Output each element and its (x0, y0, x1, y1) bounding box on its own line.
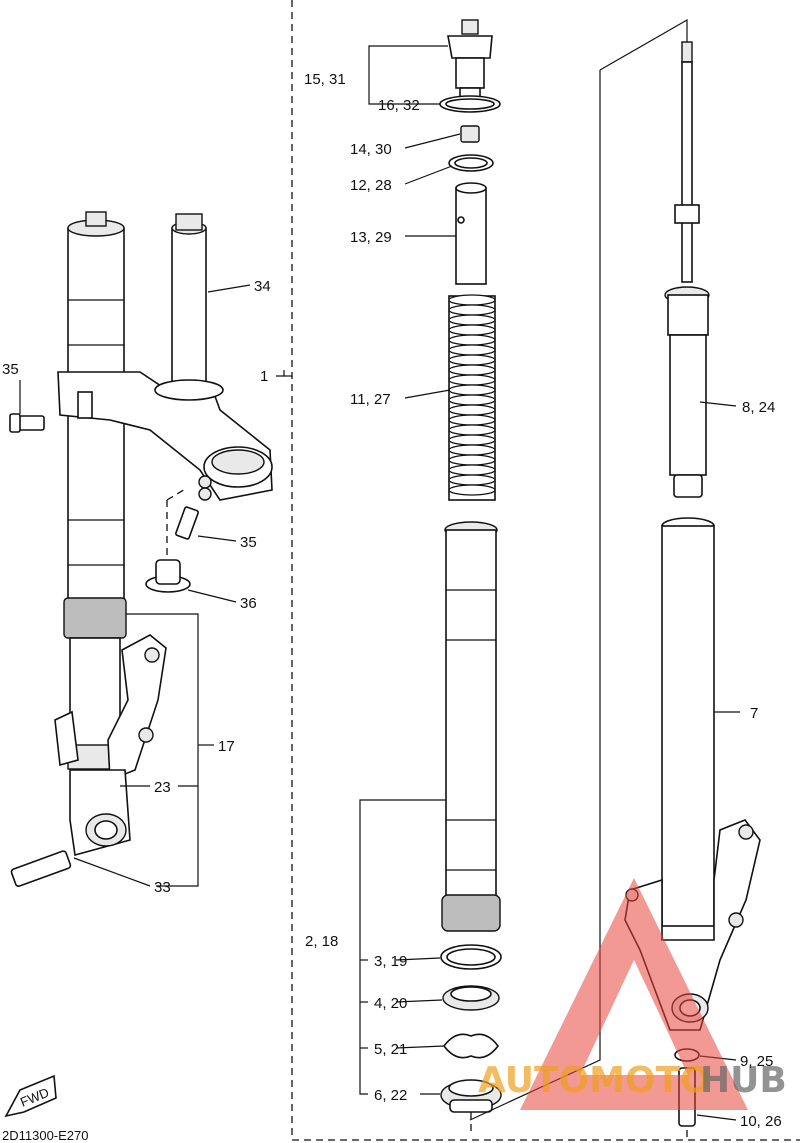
label-2-18: 2, 18 (305, 933, 338, 950)
spring-coil (448, 294, 496, 306)
label-9-25: 9, 25 (740, 1053, 773, 1070)
label-36: 36 (240, 595, 257, 612)
spring-coil (448, 344, 496, 356)
watermark-text-part1: AUTOMOTO (478, 1060, 711, 1101)
spring-coil (448, 394, 496, 406)
label-14-30: 14, 30 (350, 141, 392, 158)
label-15-31: 15, 31 (304, 71, 346, 88)
leader-lines (19, 45, 740, 1121)
spring-coil (448, 314, 496, 326)
damper-parts (439, 19, 502, 1135)
spring-coil (448, 334, 496, 346)
label-35-upper: 35 (2, 361, 19, 378)
label-23: 23 (154, 779, 171, 796)
label-4-20: 4, 20 (374, 995, 407, 1012)
spring-coil (448, 374, 496, 386)
spring-coil (448, 384, 496, 396)
label-3-19: 3, 19 (374, 953, 407, 970)
label-1: 1 (260, 368, 268, 385)
diagram-code: 2D11300-E270 (2, 1128, 89, 1143)
spring-coil (448, 424, 496, 436)
label-35-lower: 35 (240, 534, 257, 551)
spring-coil (448, 404, 496, 416)
label-6-22: 6, 22 (374, 1087, 407, 1104)
spring-coil (448, 364, 496, 376)
fwd-arrow-icon (4, 1074, 57, 1118)
spring-coil (448, 354, 496, 366)
label-13-29: 13, 29 (350, 229, 392, 246)
fork-assembly (9, 211, 273, 887)
label-10-26: 10, 26 (740, 1113, 782, 1130)
spring-coil (448, 324, 496, 336)
spring-coil (448, 474, 496, 486)
label-5-21: 5, 21 (374, 1041, 407, 1058)
spring-coil (448, 304, 496, 316)
label-12-28: 12, 28 (350, 177, 392, 194)
label-34: 34 (254, 278, 271, 295)
spring-coil (448, 414, 496, 426)
watermark-text-part2: HUB (700, 1060, 787, 1101)
label-33: 33 (154, 879, 171, 896)
spring-coil (448, 444, 496, 456)
spring-coil (448, 454, 496, 466)
exploded-view-boundary (291, 0, 800, 1141)
label-11-27: 11, 27 (350, 391, 391, 408)
label-8-24: 8, 24 (742, 399, 775, 416)
label-17: 17 (218, 738, 235, 755)
spring-coil (448, 464, 496, 476)
label-16-32: 16, 32 (378, 97, 420, 114)
label-7: 7 (750, 705, 758, 722)
spring-coil (448, 484, 496, 496)
watermark-logo (520, 878, 748, 1110)
spring-coil (448, 434, 496, 446)
